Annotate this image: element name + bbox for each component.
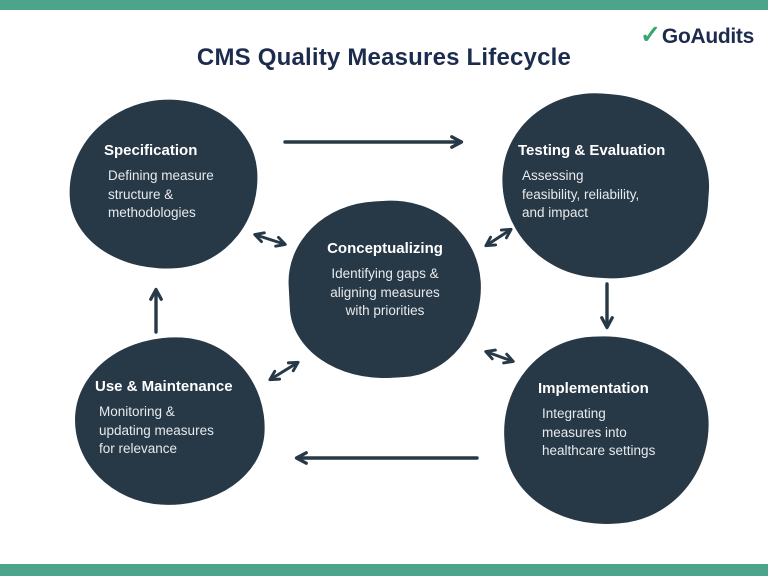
arrow-specification-conceptualizing — [253, 231, 287, 248]
node-implementation: Implementation Integrating measures into… — [538, 380, 703, 461]
node-title: Specification — [104, 142, 198, 159]
node-title: Conceptualizing — [327, 240, 443, 257]
node-title: Testing & Evaluation — [518, 142, 666, 159]
node-description: Defining measure structure & methodologi… — [108, 168, 214, 221]
node-conceptualizing: Conceptualizing Identifying gaps & align… — [295, 240, 475, 321]
page-title: CMS Quality Measures Lifecycle — [196, 44, 572, 71]
node-specification: Specification Defining measure structure… — [104, 142, 254, 223]
goaudits-logo: ✓ GoAudits — [639, 21, 754, 49]
top-accent-bar — [0, 0, 768, 10]
node-description: Monitoring & updating measures for relev… — [99, 404, 214, 457]
arrow-use-conceptualizing — [268, 360, 300, 382]
checkmark-icon: ✓ — [639, 21, 661, 49]
node-description: Integrating measures into healthcare set… — [542, 406, 656, 459]
logo-text: GoAudits — [661, 24, 754, 48]
arrow-testing-conceptualizing — [484, 227, 513, 248]
node-use-maintenance: Use & Maintenance Monitoring & updating … — [95, 378, 260, 459]
node-description: Identifying gaps & aligning measures wit… — [330, 266, 440, 319]
node-description: Assessing feasibility, reliability, and … — [522, 168, 640, 221]
node-testing-evaluation: Testing & Evaluation Assessing feasibili… — [518, 142, 688, 223]
node-title: Use & Maintenance — [95, 378, 233, 395]
arrow-implementation-conceptualizing — [484, 348, 515, 365]
node-title: Implementation — [538, 380, 649, 397]
bottom-accent-bar — [0, 564, 768, 576]
